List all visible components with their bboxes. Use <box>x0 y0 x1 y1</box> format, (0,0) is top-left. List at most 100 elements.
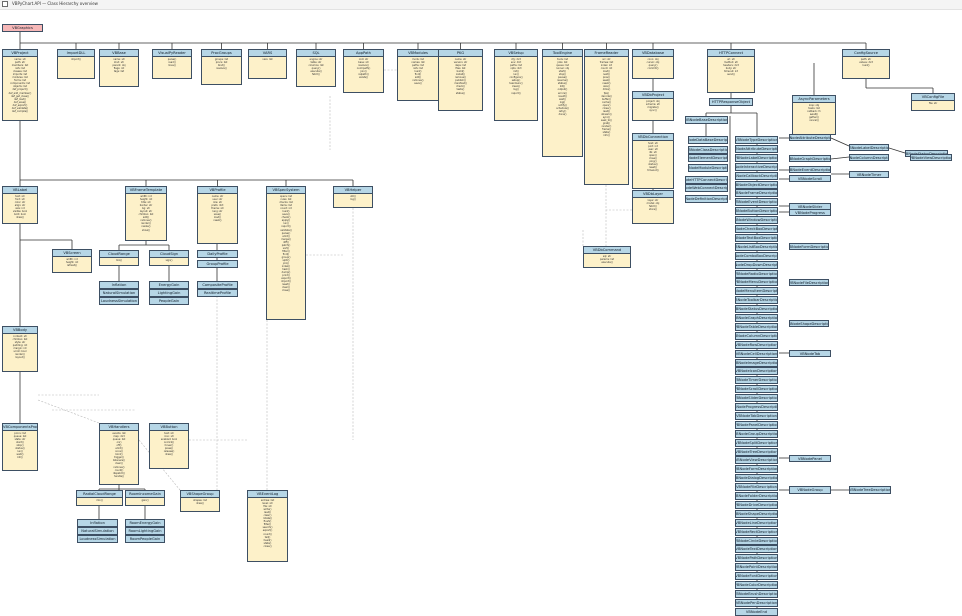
spine-node-vbnode-button-description[interactable]: VBNodeButtonDescription <box>735 207 778 215</box>
tree-node-vbnode-base-description[interactable]: VBNodeBaseDescription <box>685 116 728 124</box>
spine-node-vbnode-split-description[interactable]: VBNodeSplitDescription <box>735 439 778 447</box>
class-node-lightingain[interactable]: LightingGain <box>149 289 189 297</box>
spine-node-vbnode-label-description[interactable]: VBNodeLabelDescription <box>735 154 778 162</box>
tree-node-vbnode-class-description[interactable]: VBNodeClassDescription <box>688 146 728 154</box>
spine-node-vbnode-column-description[interactable]: VBNodeColumnDescription <box>735 332 778 340</box>
spine-node-vbnode-tree-description[interactable]: VBNodeTreeDescription <box>735 448 778 456</box>
spine-node-vbnode-line-description[interactable]: VBNodeLineDescription <box>735 519 778 527</box>
spine-node-vbnode-rect-description[interactable]: VBNodeRectDescription <box>735 528 778 536</box>
spine-node-vbnode-drive-description[interactable]: VBNodeDriveDescription <box>735 501 778 509</box>
spine-node-vbnode-scroll-description[interactable]: VBNodeScrollDescription <box>735 385 778 393</box>
class-node-realtimeprofile[interactable]: RealtimeProfile <box>197 289 238 297</box>
tree-node-vbnode-web-connect-description[interactable]: VBNodeWebConnectDescription <box>685 184 728 192</box>
side-node-vbnode-scroll[interactable]: VBNodeScroll <box>789 175 831 182</box>
spine-node-vbnode-text-description[interactable]: VBNodeTextDescription <box>735 545 778 553</box>
spine-node-vbnode-font-description[interactable]: VBNodeFontDescription <box>735 572 778 580</box>
spine-node-vbnode-event-description[interactable]: VBNodeEventDescription <box>735 198 778 206</box>
spine-node-vbnode-form-description[interactable]: VBNodeFormDescription <box>735 465 778 473</box>
class-node-roompeoplegain[interactable]: RoomPeopleGain <box>125 535 165 543</box>
spine-node-vbnode-text-box-description[interactable]: VBNodeTextBoxDescription <box>735 234 778 242</box>
spine-node-vbnode-timer-description[interactable]: VBNodeTimerDescription <box>735 376 778 384</box>
class-node-compositeprofile[interactable]: CompositeProfile <box>197 281 238 289</box>
class-node-loudnesssimulation[interactable]: LoudnessSimulation <box>99 297 139 305</box>
class-node-dailyprofile[interactable]: DailyProfile <box>197 250 238 258</box>
spine-node-vbnode-icon-description[interactable]: VBNodeIconDescription <box>735 367 778 375</box>
spine-node-vbnode-file-description[interactable]: VBNodeFileDescription <box>735 483 778 491</box>
spine-node-vbnode-tab-description[interactable]: VBNodeTabDescription <box>735 412 778 420</box>
spine-node-vbnode-cell-description[interactable]: VBNodeCellDescription <box>735 350 778 358</box>
side-node-vbnode-event-description[interactable]: VBNodeEventDescription <box>789 166 831 173</box>
spine-node-vbnode-color-description[interactable]: VBNodeColorDescription <box>735 581 778 589</box>
side-node-vbnode-panel[interactable]: VBNodePanel <box>789 455 831 462</box>
tree-node-vbnode-definition-description[interactable]: VBNodeDefinitionDescription <box>685 195 728 203</box>
spine-node-vbnode-circle-description[interactable]: VBNodeCircleDescription <box>735 537 778 545</box>
spine-node-vbnode-group-description[interactable]: VBNodeGroupDescription <box>735 430 778 438</box>
spine-node-vbnode-dialog-description[interactable]: VBNodeDialogDescription <box>735 474 778 482</box>
side-node-vbnode-group[interactable]: VBNodeGroup <box>789 486 831 494</box>
spine-node-vbnode-attribute-description[interactable]: VBNodeAttributeDescription <box>735 145 778 153</box>
spine-node-vbnode-toolbar-description[interactable]: VBNodeToolbarDescription <box>735 296 778 304</box>
spine-node-vbnode-combo-box-description[interactable]: VBNodeComboBoxDescription <box>735 252 778 260</box>
class-node-roomlightinggain[interactable]: RoomLightingGain <box>125 527 165 535</box>
class-node-roomenergygain[interactable]: RoomEnergyGain <box>125 519 165 527</box>
spine-node-vbnode-pen-description[interactable]: VBNodePenDescription <box>735 599 778 607</box>
class-node-inflation2[interactable]: Inflation <box>77 519 118 527</box>
side-node-vbnode-timer[interactable]: VBNodeTimer <box>849 171 889 178</box>
spine-node-vbnode-brush-description[interactable]: VBNodeBrushDescription <box>735 590 778 598</box>
spine-node-vbnode-panel-description[interactable]: VBNodePanelDescription <box>735 421 778 429</box>
side-node-vbnode-tree-description[interactable]: VBNodeTreeDescription <box>849 486 891 494</box>
spine-node-vbnode-status-description[interactable]: VBNodeStatusDescription <box>735 305 778 313</box>
tree-node-vbnode-data-base-description[interactable]: VBNodeDataBaseDescription <box>688 136 728 144</box>
spine-node-vbnode-slider-description[interactable]: VBNodeSliderDescription <box>735 394 778 402</box>
side-node-vbnode-graph-description[interactable]: VBNodeGraphDescription <box>789 155 831 162</box>
spine-node-vbnode-object-description[interactable]: VBNodeObjectDescription <box>735 181 778 189</box>
side-node-vbnode-file-description[interactable]: VBNodeFileDescription <box>789 279 829 286</box>
spine-node-vbnode-interactive-description[interactable]: VBNodeInteractiveDescription <box>735 163 778 171</box>
spine-node-vbnode-path-description[interactable]: VBNodePathDescription <box>735 554 778 562</box>
spine-node-vbnode-callback-description[interactable]: VBNodeCallbackDescription <box>735 172 778 180</box>
spine-node-vbnode-progress-description[interactable]: VBNodeProgressDescription <box>735 403 778 411</box>
spine-node-vbnode-drop-down-description[interactable]: VBNodeDropDownDescription <box>735 261 778 269</box>
spine-node-vbnode-end[interactable]: VBNodeEnd <box>735 608 778 616</box>
side-node-vbnode-column-description[interactable]: VBNodeColumnDescription <box>849 154 889 161</box>
class-node-groupprofile[interactable]: GroupProfile <box>197 260 238 268</box>
spine-node-vbnode-list-box-description[interactable]: VBNodeListBoxDescription <box>735 243 778 251</box>
spine-node-vbnode-check-box-description[interactable]: VBNodeCheckBoxDescription <box>735 225 778 233</box>
class-node-peoplegain[interactable]: PeopleGain <box>149 297 189 305</box>
spine-node-vbnode-point-description[interactable]: VBNodePointDescription <box>735 563 778 571</box>
tree-node-vbnode-element-description[interactable]: VBNodeElementDescription <box>688 154 728 162</box>
spine-node-vbnode-window-description[interactable]: VBNodeWindowDescription <box>735 216 778 224</box>
spine-node-vbnode-shape-description[interactable]: VBNodeShapeDescription <box>735 510 778 518</box>
spine-node-vbnode-menu-item-description[interactable]: VBNodeMenuItemDescription <box>735 287 778 295</box>
side-node-vbnode-form-description[interactable]: VBNodeFormDescription <box>789 243 829 250</box>
spine-node-vbnode-graph-description[interactable]: VBNodeGraphDescription <box>735 314 778 322</box>
side-node-vbnode-progress[interactable]: VBNodeProgress <box>789 209 831 216</box>
